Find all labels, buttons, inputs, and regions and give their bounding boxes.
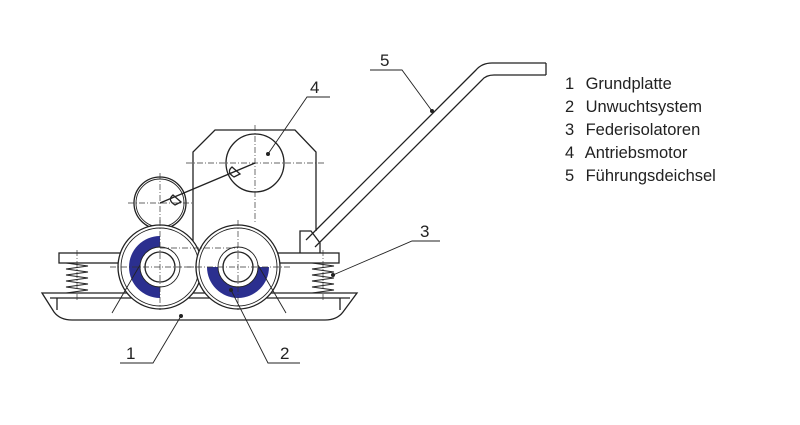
- legend-num: 3: [565, 121, 575, 139]
- legend-item: 4 Antriebsmotor: [565, 142, 716, 165]
- unbalance-right: [160, 220, 290, 314]
- legend-item: 3 Federisolatoren: [565, 119, 716, 142]
- spring-isolator-right: [311, 250, 335, 300]
- legend-item: 2 Unwuchtsystem: [565, 96, 716, 119]
- legend: 1 Grundplatte 2 Unwuchtsystem 3 Federiso…: [565, 73, 716, 188]
- callout-4: 4: [310, 78, 319, 97]
- drive-motor: [159, 125, 326, 222]
- legend-item: 1 Grundplatte: [565, 73, 716, 96]
- legend-num: 1: [565, 75, 575, 93]
- callout-1: 1: [126, 344, 135, 363]
- legend-label: Grundplatte: [585, 75, 672, 93]
- guide-handle: [299, 62, 547, 253]
- base-plate: [40, 292, 359, 321]
- callout-5: 5: [380, 51, 389, 70]
- legend-num: 5: [565, 167, 575, 185]
- unbalance-left: [110, 220, 210, 314]
- legend-label: Federisolatoren: [585, 121, 701, 139]
- legend-label: Führungsdeichsel: [585, 167, 716, 185]
- legend-label: Antriebsmotor: [584, 144, 688, 162]
- legend-num: 4: [565, 144, 575, 162]
- callout-2: 2: [280, 344, 289, 363]
- spring-isolator-left: [65, 250, 89, 300]
- legend-item: 5 Führungsdeichsel: [565, 165, 716, 188]
- legend-num: 2: [565, 98, 575, 116]
- legend-label: Unwuchtsystem: [585, 98, 703, 116]
- callout-leaders: [120, 69, 440, 364]
- callout-3: 3: [420, 222, 429, 241]
